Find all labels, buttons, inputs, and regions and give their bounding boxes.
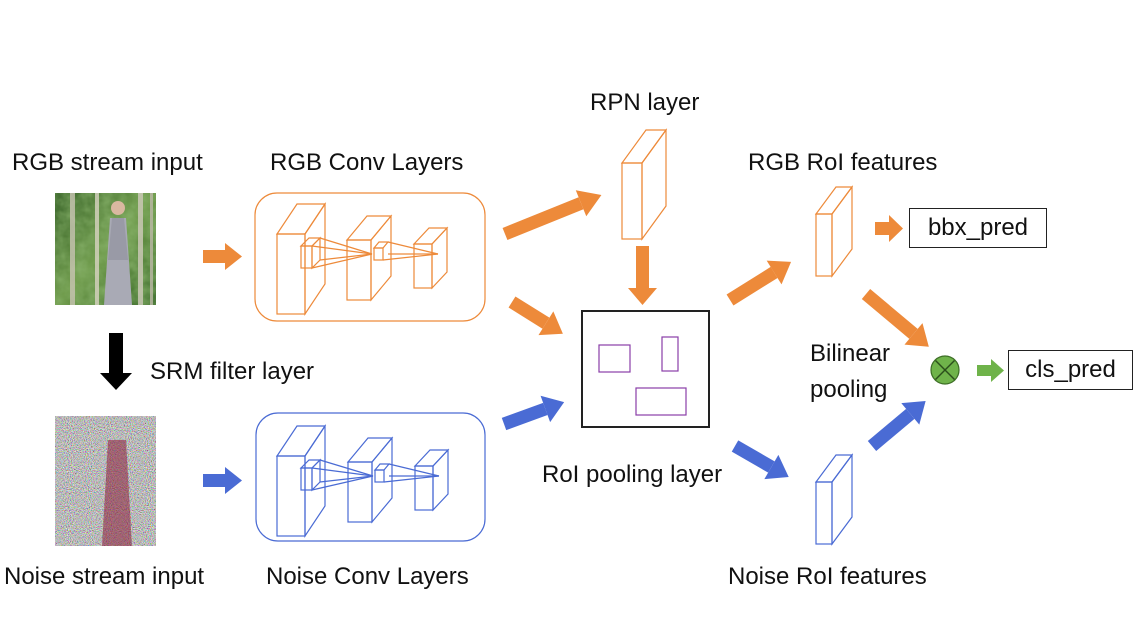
srm-filter-layer-label: SRM filter layer <box>150 358 315 385</box>
noise-roi-feature-block <box>814 453 854 546</box>
arrow-rgb-roi-to-bilinear <box>861 289 929 347</box>
rgb-roi-feature-block <box>814 185 854 278</box>
noise-input-image <box>55 416 156 546</box>
roi-pooling-layer <box>581 310 710 428</box>
rgb-stream-input-label: RGB stream input <box>12 149 203 176</box>
arrow-roi-pool-to-rgb-roi <box>726 260 792 306</box>
noise-stream-input-label: Noise stream input <box>4 563 205 590</box>
bilinear-pooling-label-line1: Bilinear <box>810 340 891 367</box>
arrow-rpn-to-roi-pool <box>628 246 657 305</box>
noise-roi-features-label: Noise RoI features <box>728 563 927 590</box>
arrow-srm-filter <box>100 333 132 390</box>
rgb-roi-features-label: RGB RoI features <box>748 149 938 176</box>
arrow-bilinear-to-cls <box>977 359 1004 382</box>
arrow-rgb-input-to-conv <box>203 243 242 270</box>
rpn-layer-block <box>620 128 668 241</box>
rgb-conv-layers <box>254 192 486 322</box>
cls-pred-output: cls_pred <box>1008 350 1133 390</box>
arrow-noise-conv-to-roi-pool <box>501 395 565 431</box>
arrow-rgb-roi-to-bbx <box>875 215 903 242</box>
arrow-roi-pool-to-noise-roi <box>731 440 789 480</box>
rpn-layer-label: RPN layer <box>590 89 700 116</box>
bbx-pred-output: bbx_pred <box>909 208 1047 248</box>
circled-times-icon <box>930 355 960 385</box>
arrow-noise-roi-to-bilinear <box>867 401 926 451</box>
rgb-conv-layers-label: RGB Conv Layers <box>270 149 464 176</box>
rgb-input-image <box>55 193 156 305</box>
arrow-rgb-conv-to-rpn <box>502 190 602 241</box>
bilinear-pooling-label-line2: pooling <box>810 376 888 403</box>
noise-conv-layers <box>255 412 486 542</box>
arrow-noise-input-to-conv <box>203 467 242 494</box>
noise-conv-layers-label: Noise Conv Layers <box>266 563 469 590</box>
roi-pooling-layer-label: RoI pooling layer <box>542 461 723 488</box>
arrow-rgb-conv-to-roi-pool <box>508 296 563 336</box>
